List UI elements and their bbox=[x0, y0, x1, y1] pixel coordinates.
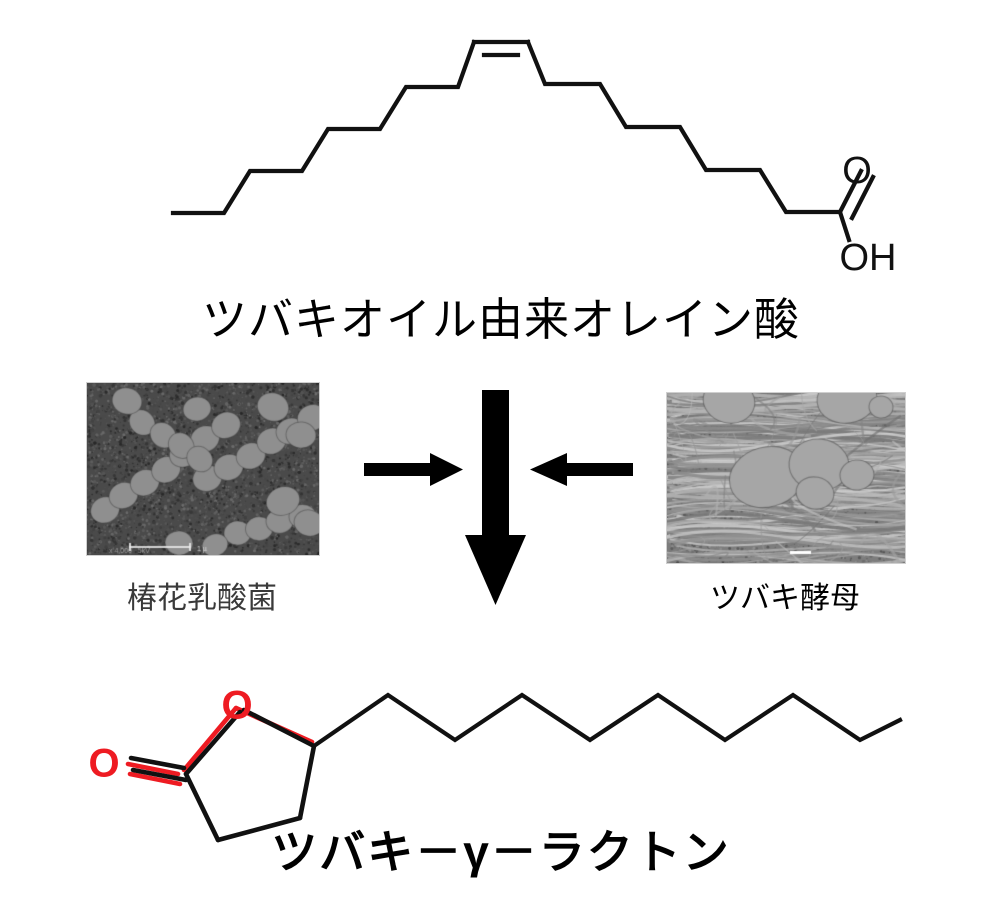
caption-oleic-acid: ツバキオイル由来オレイン酸 bbox=[201, 294, 800, 345]
carbonyl-oxygen-label: O bbox=[842, 150, 872, 192]
label-lactic-acid-bacteria: 椿花乳酸菌 bbox=[127, 582, 277, 615]
arrow-right-icon bbox=[364, 453, 463, 486]
carbonyl-oxygen-label: O bbox=[88, 742, 119, 786]
lactone-ring-bonds bbox=[128, 707, 317, 843]
hydroxyl-label: OH bbox=[840, 237, 897, 279]
carbonyl-double-bond bbox=[837, 168, 876, 221]
micrograph-yeast bbox=[666, 392, 906, 564]
caption-gamma-lactone: ツバキ－γ－ラクトン bbox=[271, 826, 731, 878]
hydroxyl-bond bbox=[837, 209, 852, 243]
sem-image-bacteria bbox=[87, 383, 319, 555]
label-yeast: ツバキ酵母 bbox=[710, 582, 860, 615]
oleic-acid-structure: O OH bbox=[170, 39, 897, 279]
arrow-left-icon bbox=[530, 453, 633, 486]
oleic-acid-bonds bbox=[170, 39, 843, 216]
micrograph-lactic-acid-bacteria bbox=[86, 382, 320, 556]
ring-oxygen-label: O bbox=[221, 684, 252, 728]
arrow-down-icon bbox=[465, 390, 526, 605]
gamma-lactone-structure: O O bbox=[88, 684, 903, 843]
sem-image-yeast bbox=[667, 393, 905, 563]
lactone-alkyl-chain bbox=[311, 692, 903, 749]
reaction-arrows bbox=[364, 390, 633, 605]
